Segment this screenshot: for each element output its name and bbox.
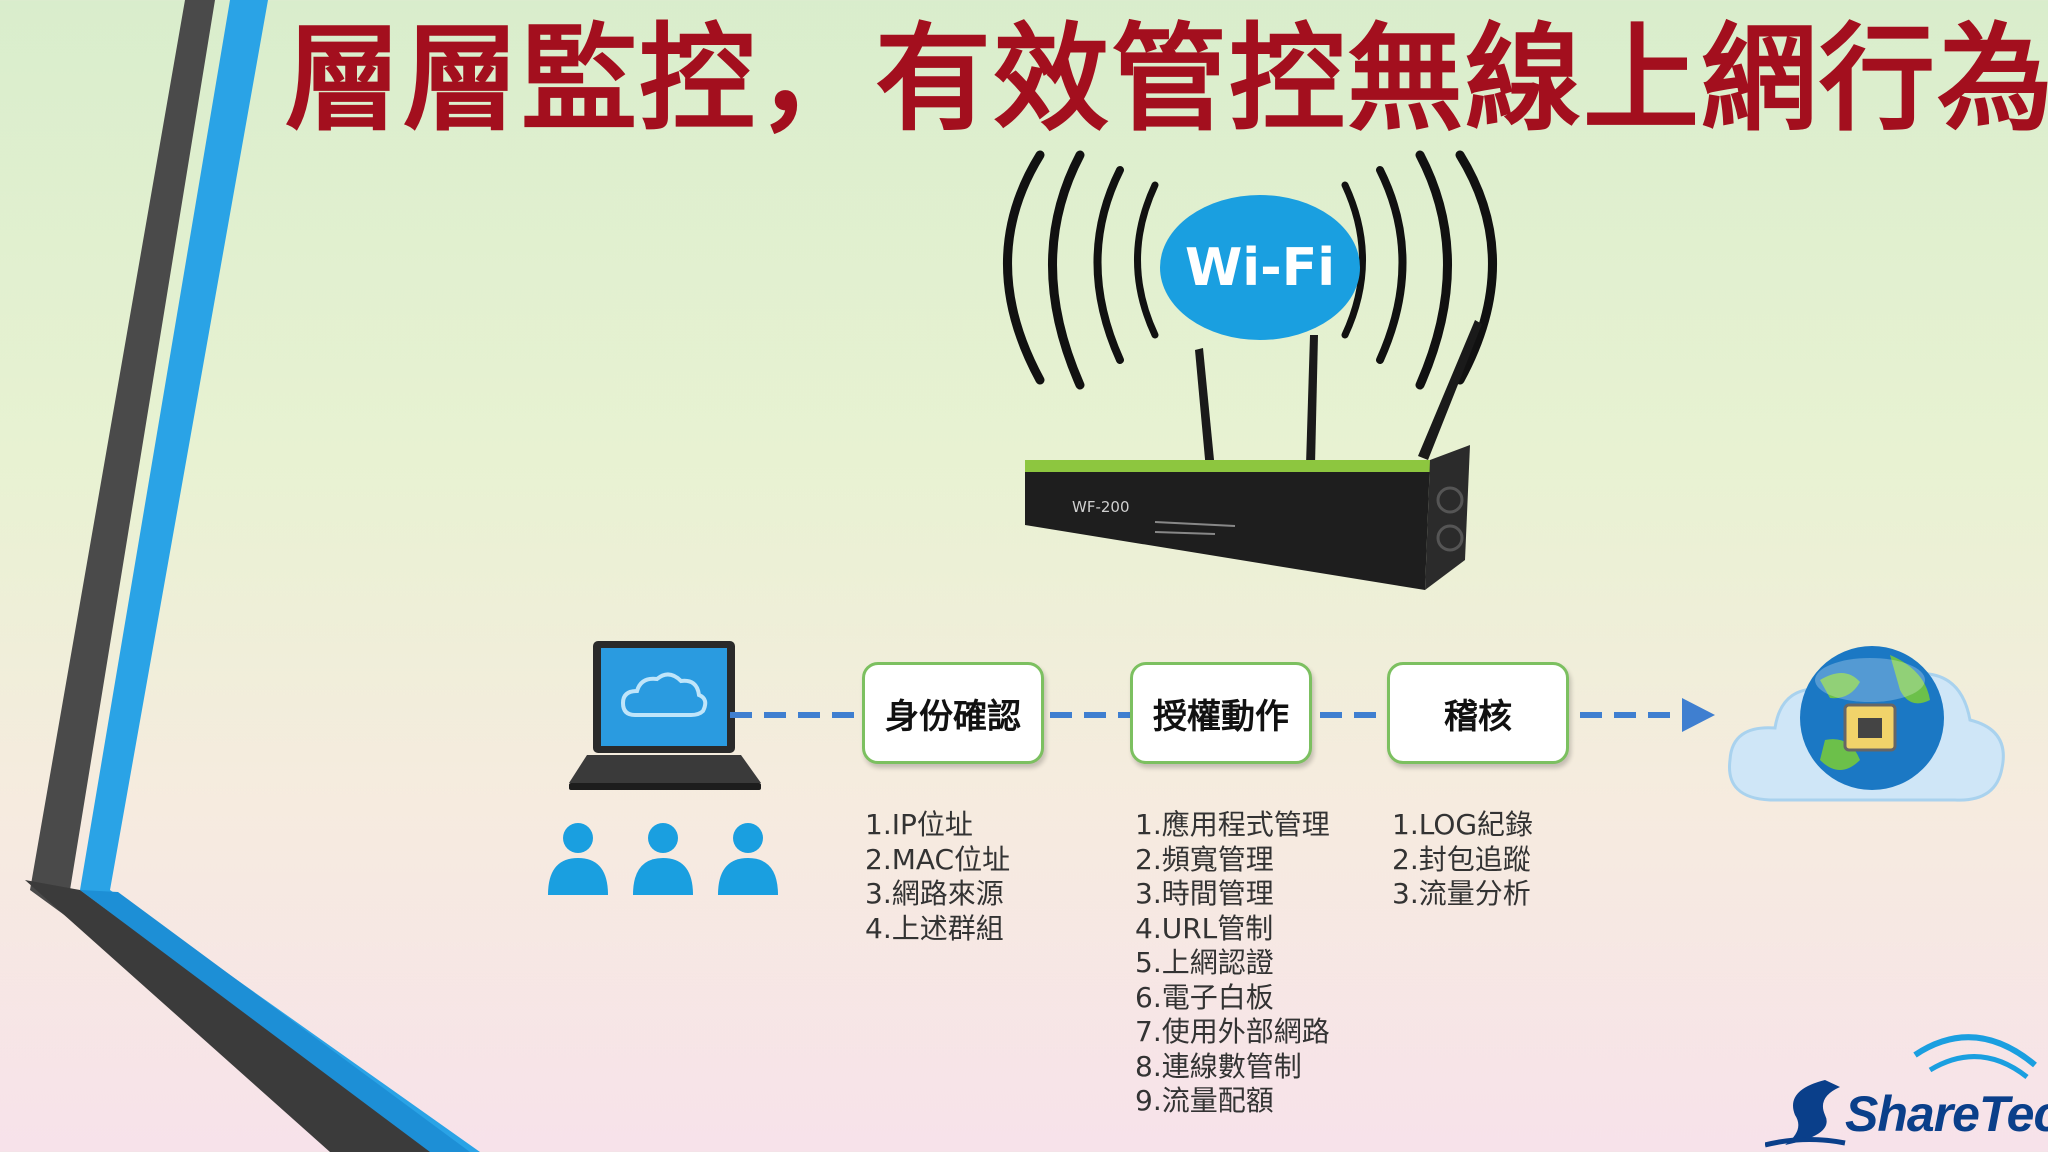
list-item: 2.MAC位址 — [865, 842, 1011, 876]
sharetech-logo-icon — [1765, 1034, 2037, 1148]
list-item: 2.頻寬管理 — [1135, 842, 1274, 876]
list-item: 2.封包追蹤 — [1392, 842, 1531, 876]
flow-connector — [730, 698, 1715, 732]
list-item: 8.連線數管制 — [1135, 1049, 1302, 1083]
list-item: 4.上述群組 — [865, 911, 1004, 945]
step-audit: 稽核 — [1387, 662, 1569, 764]
list-item: 3.流量分析 — [1392, 877, 1531, 910]
list-item: 6.電子白板 — [1135, 980, 1274, 1014]
list-item: 3.時間管理 — [1135, 877, 1274, 910]
list-item: 7.使用外部網路 — [1135, 1015, 1330, 1048]
wifi-badge-label: Wi-Fi — [1184, 237, 1336, 298]
wifi-badge: Wi-Fi — [1160, 195, 1360, 340]
router-icon: WF-200 — [1025, 320, 1482, 590]
users-icon — [548, 823, 778, 895]
step-authorization: 授權動作 — [1130, 662, 1312, 764]
list-item: 3.網路來源 — [865, 877, 1004, 910]
laptop-icon — [569, 641, 761, 790]
list-item: 1.應用程式管理 — [1135, 808, 1330, 841]
slide-title: 層層監控，有效管控無線上網行為 — [285, 12, 2048, 147]
list-item: 1.IP位址 — [865, 808, 973, 841]
list-item: 9.流量配額 — [1135, 1084, 1274, 1117]
list-item: 5.上網認證 — [1135, 946, 1274, 979]
wifi-signal-icon — [1003, 150, 1497, 390]
flow-arrowhead — [1682, 698, 1715, 732]
internet-globe-icon — [1728, 646, 2005, 802]
audit-list: 1.LOG紀錄 2.封包追蹤 3.流量分析 — [1392, 808, 1533, 912]
sharetech-logo-text: ShareTech — [1845, 1086, 2048, 1142]
authorization-list: 1.應用程式管理 2.頻寬管理 3.時間管理 4.URL管制 5.上網認證 6.… — [1135, 808, 1330, 1119]
step-identity-check: 身份確認 — [862, 662, 1044, 764]
list-item: 4.URL管制 — [1135, 911, 1274, 945]
list-item: 1.LOG紀錄 — [1392, 808, 1534, 841]
router-model-label: WF-200 — [1072, 498, 1130, 516]
identity-check-list: 1.IP位址 2.MAC位址 3.網路來源 4.上述群組 — [865, 808, 1010, 946]
